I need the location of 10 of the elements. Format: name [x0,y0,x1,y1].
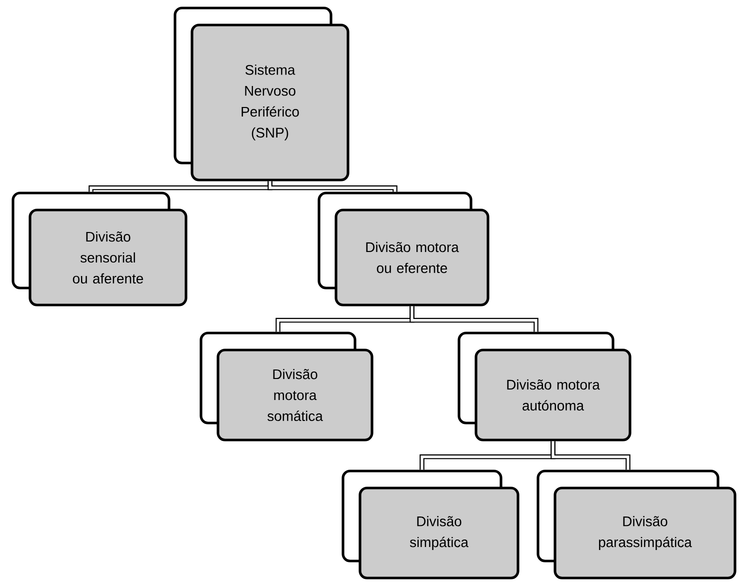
process-box: Divisão motora autónoma [458,332,632,442]
process-box: Divisão motora ou eferente [318,192,490,306]
connector-line [268,181,398,192]
process-box: Sistema Nervoso Periférico (SNP) [174,6,350,182]
connector-line [550,441,630,470]
process-box: Divisão simpática [342,470,520,580]
process-box: Divisão sensorial ou aferente [12,192,188,306]
connector-line [410,306,538,332]
process-box: Divisão parassimpática [536,470,736,580]
process-box: Divisão motora somática [200,332,374,442]
